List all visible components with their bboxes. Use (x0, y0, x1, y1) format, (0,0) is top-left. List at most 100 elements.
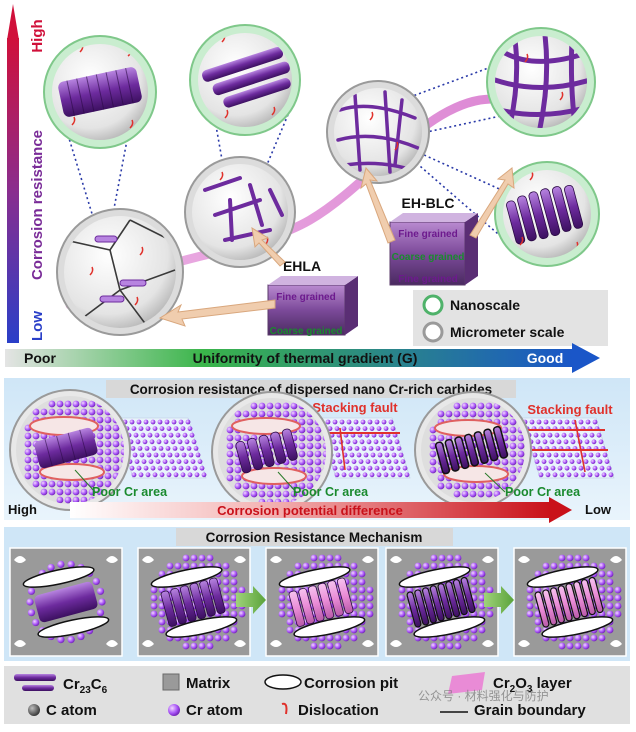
lattice-atom (194, 472, 200, 478)
cr-atom (226, 450, 234, 458)
poor-cr-pointers (74, 469, 506, 493)
lattice-atom (557, 419, 563, 425)
lattice-atom (541, 459, 547, 464)
lattice-atom (402, 465, 408, 471)
cr-atom (274, 410, 282, 418)
eh-blc-fine-bottom-label: Fine grained (398, 274, 457, 285)
legend-box (4, 666, 630, 724)
lattice-atom (381, 419, 387, 425)
cr-atom (314, 466, 322, 474)
potential-title: Corrosion potential difference (217, 503, 403, 518)
cr-atom (242, 482, 250, 490)
lattice-atom (353, 419, 359, 425)
lattice-atom (562, 459, 568, 464)
poor-cr-label-1: Poor Cr area (92, 485, 168, 499)
lattice-atom (195, 452, 201, 458)
lattice-atom (180, 472, 186, 478)
lattice-atom (358, 459, 364, 464)
cr-atom (258, 490, 266, 498)
lattice-atom (390, 426, 396, 431)
c-atom-label: C atom (46, 702, 97, 719)
lattice-atom (187, 426, 193, 431)
eh-blc-coarse-label: Coarse grained (392, 252, 465, 263)
lattice-atom (332, 419, 338, 425)
cr-atom (453, 482, 461, 490)
lattice-atom (348, 426, 354, 431)
stacking-fault-label-1: Stacking fault (312, 400, 398, 415)
cr-atom (96, 440, 104, 448)
cr-atom (88, 480, 96, 488)
cr-atom (290, 402, 298, 410)
lattice-atom (576, 459, 582, 464)
lattice-atom (588, 452, 594, 458)
lattice-atom (161, 432, 167, 438)
cr-atom (112, 448, 120, 456)
micrometer-label: Micrometer scale (450, 324, 565, 340)
lattice-atom (130, 446, 136, 451)
cr-atom (226, 434, 234, 442)
lattice-atom (390, 472, 396, 478)
lattice-atom (334, 472, 340, 478)
mechanism-tile-1 (9, 547, 123, 657)
cr-atom (250, 410, 258, 418)
cr-atom (24, 432, 32, 440)
lattice-atom (166, 472, 172, 478)
cr-atom (501, 410, 509, 418)
potential-difference-arrow: High Corrosion potential difference Low (8, 497, 612, 523)
lattice-atom (201, 472, 207, 478)
cr-atom (104, 432, 112, 440)
lattice-atom (583, 459, 589, 464)
lattice-atom (584, 439, 590, 445)
cr-atom (32, 432, 40, 440)
cr-atom (322, 442, 326, 450)
lattice-atom (374, 465, 380, 471)
lattice-3 (521, 417, 615, 479)
lattice-atom (159, 472, 165, 478)
lattice-atom (151, 446, 157, 451)
lattice-atom (375, 446, 381, 451)
cr-atom (517, 442, 525, 450)
cr-atom (429, 442, 437, 450)
lattice-atom (158, 446, 164, 451)
x-axis-title: Uniformity of thermal gradient (G) (193, 350, 418, 366)
top-panel: High Corrosion resistance Low (5, 4, 608, 373)
lattice-atom (349, 452, 355, 458)
lattice-atom (138, 472, 144, 478)
lattice-atom (177, 439, 183, 445)
lattice-atom (564, 465, 570, 471)
cr-atom (493, 482, 501, 490)
mechanism-tile-5 (513, 547, 627, 657)
middle-panel-title: Corrosion resistance of dispersed nano C… (130, 382, 492, 397)
lattice-atom (176, 459, 182, 464)
cr-atom (517, 434, 525, 442)
cr-atom (32, 472, 40, 480)
lattice-atom (333, 446, 339, 451)
cr-atom (477, 402, 485, 410)
lattice-atom (191, 439, 197, 445)
cr-atom (314, 442, 322, 450)
lattice-atom (332, 465, 338, 471)
cr-atom (469, 402, 477, 410)
lattice-atom (380, 439, 386, 445)
nanoscale-label: Nanoscale (450, 297, 520, 313)
c-atom-swatch (28, 704, 40, 716)
cr-atom (234, 410, 242, 418)
cr-atom (469, 482, 477, 490)
cr-atom (56, 488, 64, 496)
lattice-atom (580, 472, 586, 478)
cr-atom (32, 480, 40, 488)
cr-atom (258, 402, 266, 410)
lattice-atom (145, 426, 151, 431)
lattice-atom (184, 439, 190, 445)
cr-atom (48, 408, 56, 416)
lattice-atom (154, 432, 160, 438)
nano-circle-3 (486, 27, 596, 137)
lattice-atom (594, 472, 600, 478)
lattice-atom (142, 439, 148, 445)
lattice-atom (186, 446, 192, 451)
lattice-atom (545, 472, 551, 478)
lattice-atom (585, 465, 591, 471)
lattice-atom (606, 465, 612, 471)
cr-atom (429, 458, 437, 466)
